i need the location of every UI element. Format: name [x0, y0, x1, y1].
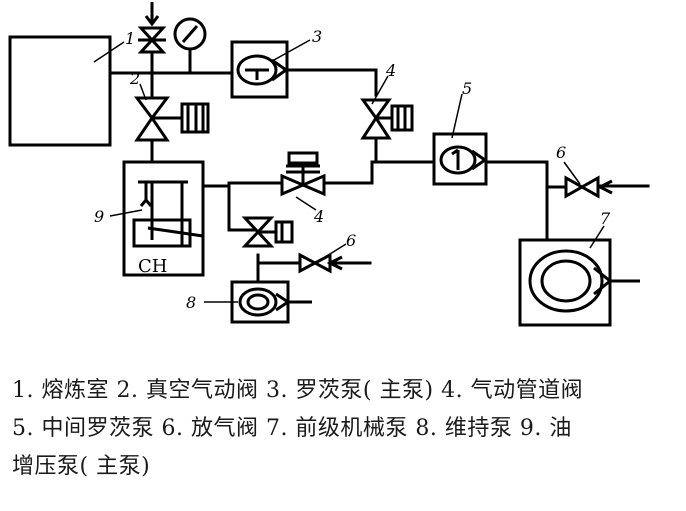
vacuum-system-diagram: CH: [8, 2, 650, 327]
melting-chamber: [8, 35, 112, 147]
vent-valve-6-right: [564, 175, 613, 199]
holding-pump-8: [230, 280, 312, 324]
pipe-booster-to-valve-4b: [201, 181, 284, 188]
oil-booster-pump-9: [122, 160, 205, 277]
pneumatic-pipe-valve-4-middle: [280, 151, 326, 197]
pipe-valve-4b-to-main: [322, 160, 374, 185]
ch-label: CH: [138, 256, 167, 277]
callout-6: 6: [556, 143, 566, 162]
callout-1: 1: [125, 29, 135, 48]
callout-6-left: 6: [346, 231, 356, 250]
vacuum-pneumatic-valve-2: [134, 96, 210, 142]
callout-3: 3: [312, 27, 322, 46]
intermediate-root-pump-5: [432, 132, 488, 186]
root-pump-3: [230, 40, 289, 99]
caption-line-1: 1. 熔炼室 2. 真空气动阀 3. 罗茨泵( 主泵) 4. 气动管道阀: [12, 378, 584, 403]
callout-8: 8: [186, 293, 196, 312]
top-manual-valve: [137, 26, 167, 43]
backing-mechanical-pump-7: [518, 238, 640, 327]
callout-9: 9: [94, 207, 104, 226]
callout-7: 7: [600, 209, 611, 228]
holding-valve: [241, 216, 294, 248]
pipe-to-holding-valve: [227, 184, 260, 232]
vacuum-gauge: [173, 17, 207, 51]
pneumatic-pipe-valve-4: [360, 98, 414, 140]
pipe-root-pump-3-to-valve-4: [285, 68, 378, 97]
caption-line-2: 5. 中间罗茨泵 6. 放气阀 7. 前级机械泵 8. 维持泵 9. 油: [12, 416, 572, 441]
callout-2: 2: [129, 69, 140, 88]
callout-4-middle: 4: [313, 207, 324, 226]
figure-caption: 1. 熔炼室 2. 真空气动阀 3. 罗茨泵( 主泵) 4. 气动管道阀 5. …: [12, 372, 682, 486]
callout-5: 5: [462, 79, 472, 98]
callout-4: 4: [385, 61, 396, 80]
pipe-root-pump-5-out: [484, 160, 549, 242]
caption-line-3: 增压泵( 主泵): [12, 454, 151, 479]
